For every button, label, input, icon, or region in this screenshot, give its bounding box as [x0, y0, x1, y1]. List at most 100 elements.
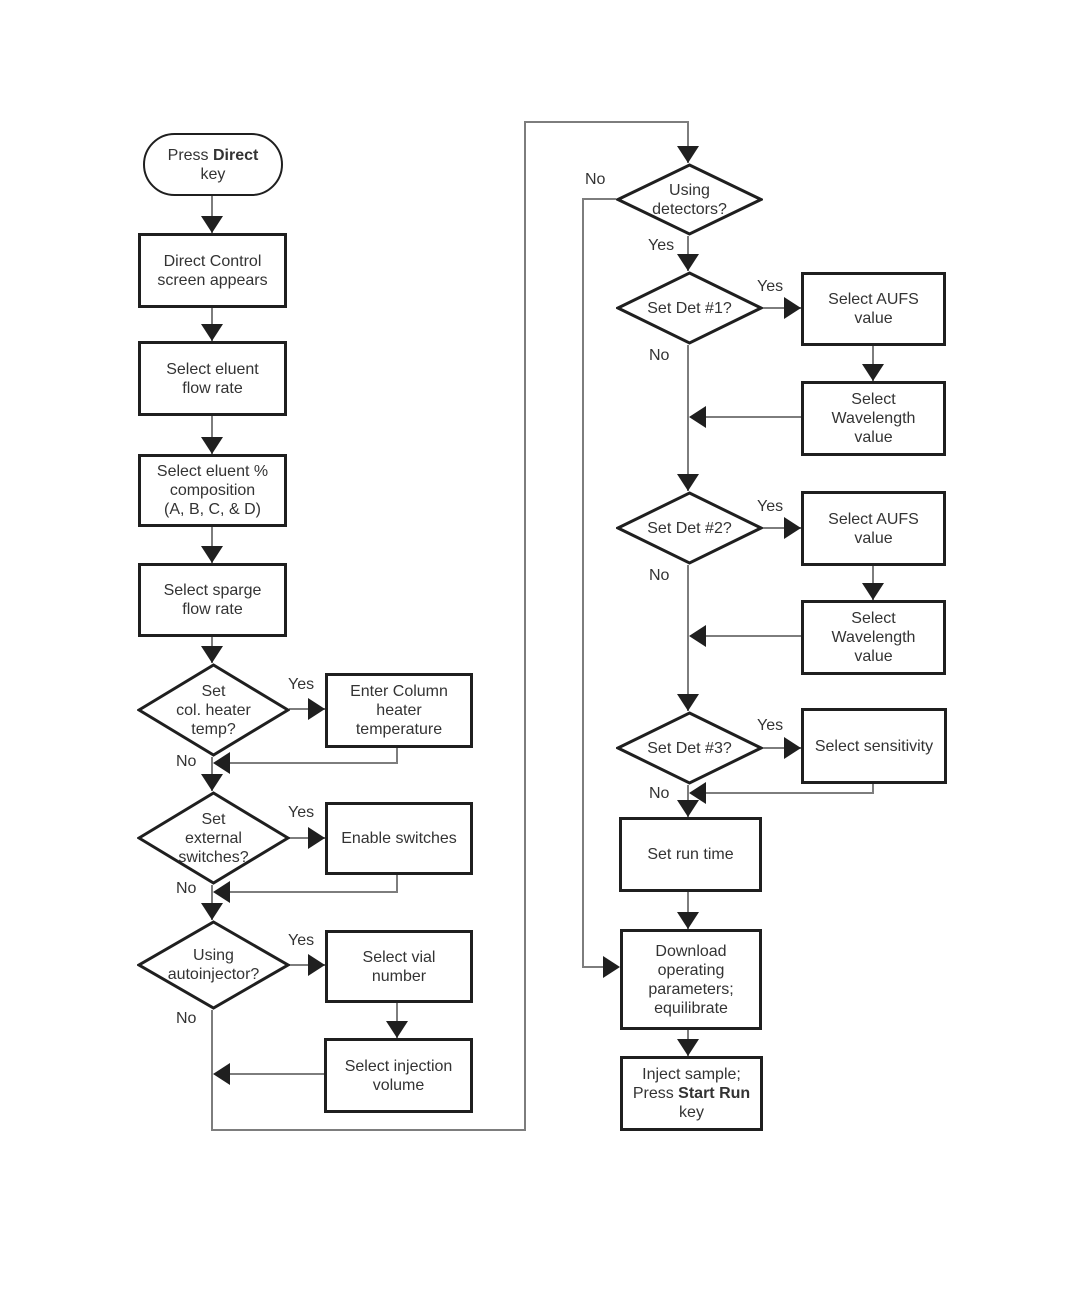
- edge-detectors-no: [582, 198, 617, 968]
- edge-autoinjector-no-loop: [211, 121, 689, 1131]
- process-text: Inject sample; Press Start Run key: [633, 1065, 750, 1122]
- decision-set-det-1: Set Det #1?: [616, 271, 763, 345]
- process-select-wavelength-value-2: Select Wavelength value: [801, 600, 946, 675]
- process-text: Enter Column heater temperature: [350, 683, 448, 738]
- process-select-eluent-flow-rate: Select eluent flow rate: [138, 341, 287, 416]
- process-select-sparge-flow-rate: Select sparge flow rate: [138, 563, 287, 637]
- terminal-text: Press Direct key: [168, 146, 259, 184]
- decision-text: Set Det #1?: [647, 299, 732, 317]
- arrowhead-right: [308, 827, 325, 849]
- edge-enable-switches-return: [216, 875, 398, 893]
- process-select-aufs-value-1: Select AUFS value: [801, 272, 946, 346]
- label-no-det1: No: [649, 347, 670, 364]
- process-select-wavelength-value-1: Select Wavelength value: [801, 381, 946, 456]
- process-text: Select injection volume: [344, 1057, 453, 1094]
- label-yes-ext-switches: Yes: [288, 804, 315, 821]
- arrowhead-left: [689, 625, 706, 647]
- edge-enter-col-temp-return: [216, 748, 398, 764]
- arrowhead-down: [677, 146, 699, 163]
- process-select-aufs-value-2: Select AUFS value: [801, 491, 946, 566]
- process-enable-switches: Enable switches: [325, 802, 473, 875]
- arrowhead-down: [677, 474, 699, 491]
- process-text: Direct Control screen appears: [157, 252, 268, 289]
- process-select-sensitivity: Select sensitivity: [801, 708, 947, 784]
- decision-set-col-heater-temp: Set col. heater temp?: [137, 663, 290, 757]
- process-text: Select Wavelength value: [831, 391, 916, 446]
- process-text: Select Wavelength value: [831, 610, 916, 665]
- text-segment-bold: Direct: [212, 146, 259, 164]
- process-text: Select eluent flow rate: [166, 360, 259, 397]
- text-segment-bold: Start Run: [678, 1085, 751, 1102]
- decision-set-external-switches: Set external switches?: [137, 791, 290, 885]
- arrowhead-down: [677, 800, 699, 817]
- arrowhead-left: [689, 406, 706, 428]
- diamond-shape: [137, 663, 290, 757]
- text-segment: Press: [167, 146, 213, 164]
- arrowhead-right: [308, 698, 325, 720]
- diamond-shape: [616, 163, 763, 236]
- label-no-detectors: No: [585, 171, 606, 188]
- arrowhead-down: [677, 254, 699, 271]
- label-yes-col-heater: Yes: [288, 676, 315, 693]
- decision-set-det-2: Set Det #2?: [616, 491, 763, 565]
- arrowhead-right: [784, 517, 801, 539]
- process-text: Select AUFS value: [828, 291, 919, 327]
- text-segment: Inject sample; Press: [632, 1066, 741, 1102]
- process-select-eluent-composition: Select eluent % composition (A, B, C, & …: [138, 454, 287, 527]
- diamond-shape: [616, 711, 763, 785]
- process-inject-sample-start-run: Inject sample; Press Start Run key: [620, 1056, 763, 1131]
- label-no-det2: No: [649, 567, 670, 584]
- process-download-operating-parameters: Download operating parameters; equilibra…: [620, 929, 762, 1030]
- process-text: Enable switches: [341, 830, 457, 847]
- diamond-shape: [137, 920, 290, 1010]
- arrowhead-down: [677, 912, 699, 929]
- label-yes-det1: Yes: [757, 278, 784, 295]
- arrowhead-left: [213, 752, 230, 774]
- arrowhead-down: [677, 694, 699, 711]
- terminal-press-direct-key: Press Direct key: [143, 133, 283, 196]
- label-yes-autoinjector: Yes: [288, 932, 315, 949]
- process-text: Select eluent % composition (A, B, C, & …: [156, 463, 269, 518]
- process-text: Select sensitivity: [814, 737, 934, 755]
- arrowhead-down: [201, 324, 223, 341]
- decision-using-detectors: Using detectors?: [616, 163, 763, 236]
- label-yes-det3: Yes: [757, 717, 784, 734]
- text-segment: key: [200, 165, 226, 183]
- arrowheads: [201, 146, 884, 1085]
- process-text: Select vial number: [362, 948, 436, 985]
- arrowhead-down: [201, 903, 223, 920]
- diamond-shape: [137, 791, 290, 885]
- decision-text: Set Det #3?: [647, 739, 732, 757]
- label-no-det3: No: [649, 785, 670, 802]
- arrowhead-right: [603, 956, 620, 978]
- decision-set-det-3: Set Det #3?: [616, 711, 763, 785]
- arrowhead-right: [784, 297, 801, 319]
- arrowhead-left: [213, 1063, 230, 1085]
- decision-text: Set col. heater temp?: [176, 682, 251, 738]
- process-select-injection-volume: Select injection volume: [324, 1038, 473, 1113]
- process-text: Select sparge flow rate: [163, 582, 262, 618]
- text-segment: key: [679, 1104, 704, 1121]
- arrowhead-down: [201, 546, 223, 563]
- label-yes-det2: Yes: [757, 498, 784, 515]
- decision-text: Using autoinjector?: [167, 947, 260, 983]
- arrowhead-down: [201, 437, 223, 454]
- arrowhead-down: [862, 364, 884, 381]
- diamond-shape: [616, 491, 763, 565]
- arrowhead-down: [386, 1021, 408, 1038]
- arrowhead-down: [201, 646, 223, 663]
- process-text: Set run time: [647, 846, 734, 863]
- decision-text: Using detectors?: [652, 181, 727, 218]
- label-yes-detectors: Yes: [648, 237, 675, 254]
- process-text: Select AUFS value: [828, 510, 919, 547]
- process-enter-column-heater-temperature: Enter Column heater temperature: [325, 673, 473, 748]
- arrowhead-down: [201, 774, 223, 791]
- label-no-ext-switches: No: [176, 880, 197, 897]
- arrowhead-left: [213, 881, 230, 903]
- process-text: Download operating parameters; equilibra…: [648, 942, 734, 1017]
- decision-using-autoinjector: Using autoinjector?: [137, 920, 290, 1010]
- process-select-vial-number: Select vial number: [325, 930, 473, 1003]
- edge-sensitivity-return: [692, 784, 874, 794]
- arrowhead-down: [862, 583, 884, 600]
